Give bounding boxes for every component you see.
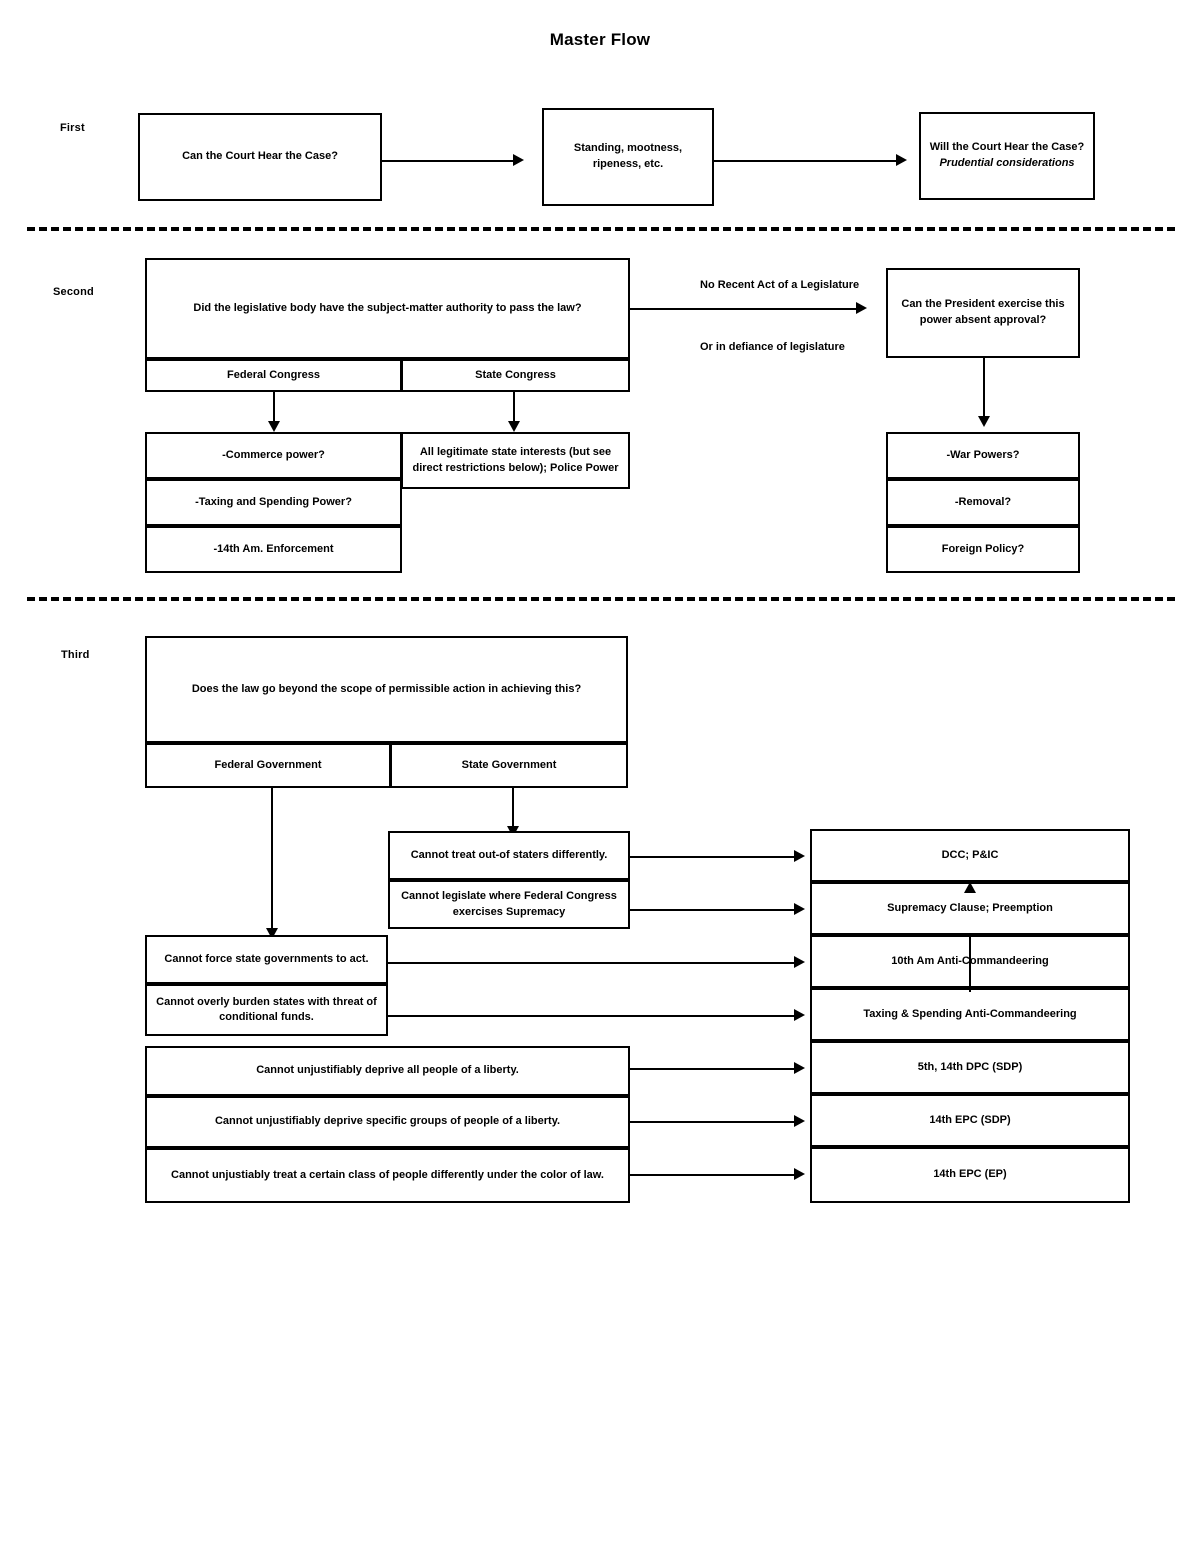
box-commerce-power: -Commerce power?: [145, 432, 402, 479]
arrow-first-2-icon: [896, 154, 907, 166]
arrow-doctrine-6-icon: [794, 1115, 805, 1127]
box-cannot-treat-class-differently: Cannot unjustiably treat a certain class…: [145, 1148, 630, 1203]
box-war-powers: -War Powers?: [886, 432, 1080, 479]
connector-doctrine-3: [388, 962, 794, 964]
box-will-court-hear-italic: Prudential considerations: [939, 157, 1075, 169]
arrow-president-down-icon: [978, 416, 990, 427]
box-14th-am-enforcement: -14th Am. Enforcement: [145, 526, 402, 573]
connector-doctrine-6: [630, 1121, 794, 1123]
box-state-interests-police-power: All legitimate state interests (but see …: [401, 432, 630, 489]
connector-doctrine-4: [388, 1015, 794, 1017]
box-cannot-treat-out-of-staters: Cannot treat out-of staters differently.: [388, 831, 630, 880]
box-federal-congress: Federal Congress: [145, 359, 402, 392]
box-scope-question: Does the law go beyond the scope of perm…: [145, 636, 628, 743]
arrow-federal-congress-icon: [268, 421, 280, 432]
arrow-state-congress-icon: [508, 421, 520, 432]
arrow-federal-gov-icon: [266, 928, 278, 939]
box-can-court-hear: Can the Court Hear the Case?: [138, 113, 382, 201]
arrow-doctrine-5-icon: [794, 1062, 805, 1074]
box-doctrine-dcc-pic: DCC; P&IC: [810, 829, 1130, 882]
connector-doctrine-1: [630, 856, 794, 858]
connector-doctrine-internal-up: [969, 935, 971, 992]
connector-state-congress-down: [513, 392, 515, 423]
box-state-government: State Government: [390, 743, 628, 788]
page-title: Master Flow: [549, 30, 651, 49]
arrow-to-president-icon: [856, 302, 867, 314]
connector-federal-gov-down: [271, 788, 273, 930]
connector-president-down: [983, 358, 985, 418]
arrow-doctrine-2-icon: [794, 903, 805, 915]
arrow-doctrine-internal-up-icon: [964, 882, 976, 893]
connector-doctrine-7: [630, 1174, 794, 1176]
box-cannot-deprive-all-people: Cannot unjustifiably deprive all people …: [145, 1046, 630, 1096]
box-federal-government: Federal Government: [145, 743, 391, 788]
arrow-doctrine-7-icon: [794, 1168, 805, 1180]
arrow-first-1-icon: [513, 154, 524, 166]
box-cannot-overly-burden-states: Cannot overly burden states with threat …: [145, 984, 388, 1036]
box-taxing-spending-power: -Taxing and Spending Power?: [145, 479, 402, 526]
box-cannot-force-state-governments: Cannot force state governments to act.: [145, 935, 388, 984]
box-doctrine-epc-sdp: 14th EPC (SDP): [810, 1094, 1130, 1147]
arrow-doctrine-3-icon: [794, 956, 805, 968]
connector-doctrine-2: [630, 909, 794, 911]
arrow-doctrine-4-icon: [794, 1009, 805, 1021]
connector-federal-congress-down: [273, 392, 275, 423]
divider-second-third: [27, 597, 1175, 601]
divider-first-second: [27, 227, 1175, 231]
box-justiciability-doctrines: Standing, mootness, ripeness, etc.: [542, 108, 714, 206]
connector-first-1: [382, 160, 513, 162]
box-doctrine-taxing-spending-anticommandeering: Taxing & Spending Anti-Commandeering: [810, 988, 1130, 1041]
box-will-court-hear: Will the Court Hear the Case? Prudential…: [919, 112, 1095, 200]
box-foreign-policy: Foreign Policy?: [886, 526, 1080, 573]
stage-label-third: Third: [61, 649, 90, 661]
box-legislative-authority-question: Did the legislative body have the subjec…: [145, 258, 630, 359]
connector-to-president: [630, 308, 856, 310]
box-cannot-deprive-specific-groups: Cannot unjustifiably deprive specific gr…: [145, 1096, 630, 1148]
connector-state-gov-down: [512, 788, 514, 828]
connector-first-2: [714, 160, 896, 162]
box-will-court-hear-main: Will the Court Hear the Case?: [929, 141, 1085, 154]
box-president-question: Can the President exercise this power ab…: [886, 268, 1080, 358]
box-removal: -Removal?: [886, 479, 1080, 526]
edge-label-defiance: Or in defiance of legislature: [700, 341, 845, 353]
arrow-doctrine-1-icon: [794, 850, 805, 862]
stage-label-second: Second: [53, 286, 94, 298]
edge-label-no-recent-act: No Recent Act of a Legislature: [700, 278, 859, 294]
box-doctrine-dpc-sdp: 5th, 14th DPC (SDP): [810, 1041, 1130, 1094]
box-doctrine-epc-ep: 14th EPC (EP): [810, 1147, 1130, 1203]
connector-doctrine-5: [630, 1068, 794, 1070]
stage-label-first: First: [60, 122, 85, 134]
box-cannot-legislate-supremacy: Cannot legislate where Federal Congress …: [388, 880, 630, 929]
box-state-congress: State Congress: [401, 359, 630, 392]
